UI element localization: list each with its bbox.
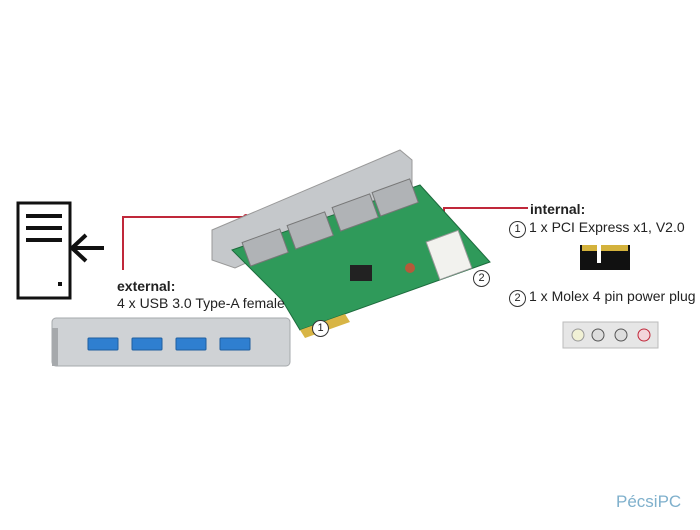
external-title: external:: [117, 278, 176, 294]
computer-icon: [16, 201, 72, 300]
callout-1: 1: [312, 320, 329, 337]
molex-plug-icon: [562, 321, 659, 349]
pcie-connector-icon: [580, 245, 630, 270]
external-leader: [122, 216, 246, 270]
watermark-logo: PécsiPC: [616, 492, 682, 511]
callout-2: 2: [473, 270, 490, 287]
arrow-left-icon: [69, 233, 104, 263]
usb-bracket: [51, 317, 291, 367]
external-desc: 4 x USB 3.0 Type-A female: [117, 295, 285, 311]
internal-title: internal:: [530, 201, 586, 217]
